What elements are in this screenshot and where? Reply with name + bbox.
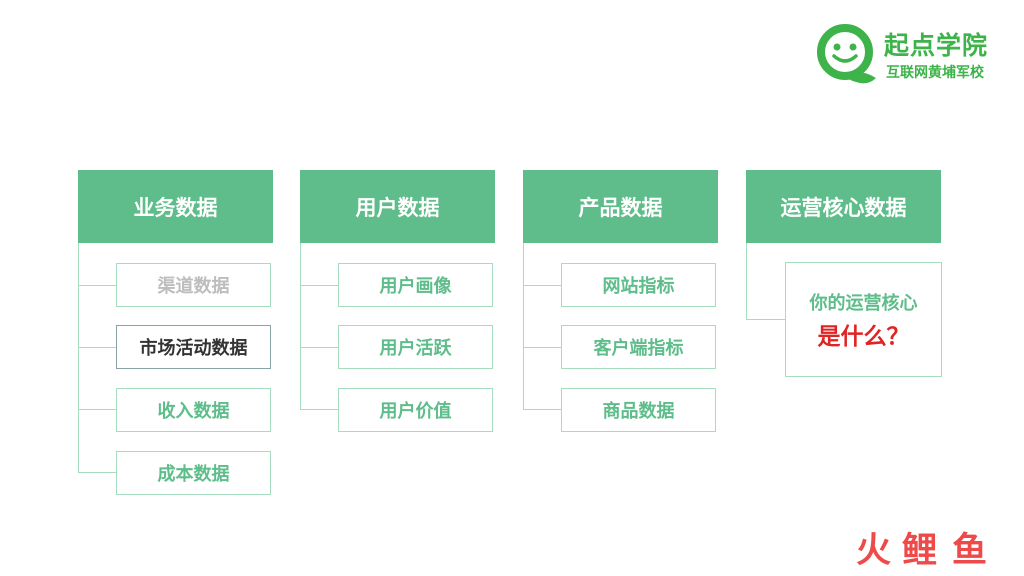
watermark: 火 鲤 鱼 <box>856 528 1006 574</box>
item-user-value: 用户价值 <box>338 388 493 432</box>
item-channel-data: 渠道数据 <box>116 263 271 307</box>
connector-branch <box>78 472 116 473</box>
connector-branch <box>523 409 561 410</box>
smiley-logo-icon <box>817 24 876 84</box>
connector-branch <box>78 409 116 410</box>
item-goods-data: 商品数据 <box>561 388 716 432</box>
header-core-operations-data: 运营核心数据 <box>746 170 941 243</box>
logo: 起点学院 互联网黄埔军校 <box>812 20 1012 90</box>
logo-title: 起点学院 <box>884 31 989 60</box>
item-website-metrics: 网站指标 <box>561 263 716 307</box>
item-cost-data: 成本数据 <box>116 451 271 495</box>
connector-branch <box>300 409 338 410</box>
item-client-metrics: 客户端指标 <box>561 325 716 369</box>
item-user-activity: 用户活跃 <box>338 325 493 369</box>
connector-trunk <box>746 243 747 319</box>
logo-subtitle: 互联网黄埔军校 <box>886 65 984 81</box>
connector-branch <box>78 285 116 286</box>
question-line-1: 你的运营核心 <box>809 292 918 314</box>
header-business-data: 业务数据 <box>78 170 273 243</box>
question-line-2: 是什么？ <box>817 323 910 350</box>
connector-trunk <box>523 243 524 409</box>
connector-trunk <box>78 243 79 472</box>
watermark-char: 鲤 <box>902 531 938 571</box>
item-user-profile: 用户画像 <box>338 263 493 307</box>
connector-branch <box>746 319 785 320</box>
item-marketing-activity-data: 市场活动数据 <box>116 325 271 369</box>
watermark-char: 鱼 <box>952 531 988 571</box>
connector-branch <box>523 347 561 348</box>
connector-branch <box>523 285 561 286</box>
watermark-char: 火 <box>856 531 892 571</box>
header-user-data: 用户数据 <box>300 170 495 243</box>
connector-trunk <box>300 243 301 409</box>
connector-branch <box>300 347 338 348</box>
connector-branch <box>300 285 338 286</box>
item-revenue-data: 收入数据 <box>116 388 271 432</box>
connector-branch <box>78 347 116 348</box>
question-box: 你的运营核心 是什么？ <box>785 262 942 377</box>
header-product-data: 产品数据 <box>523 170 718 243</box>
